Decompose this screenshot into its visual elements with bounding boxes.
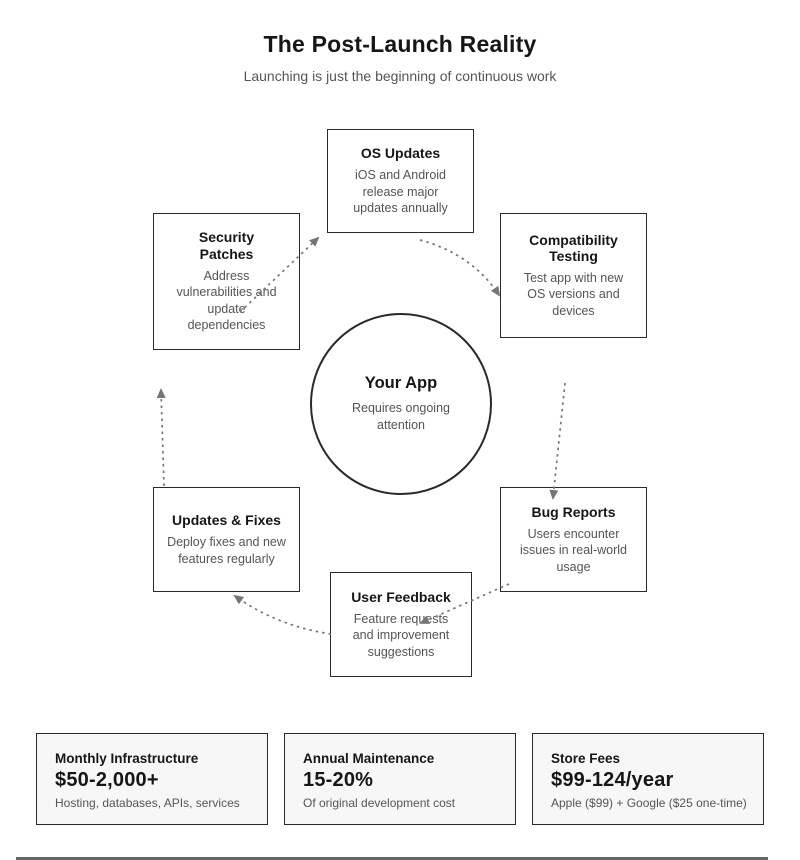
stat-value: $50-2,000+ [55,768,159,791]
stat-label: Annual Maintenance [303,750,435,766]
arrow-os-to-compatibility [419,239,501,297]
diagram-node-os-updates: OS Updates iOS and Android release major… [327,129,474,233]
stat-card-annual-maintenance: Annual Maintenance 15-20% Of original de… [284,733,516,825]
stat-caption: Hosting, databases, APIs, services [55,795,240,810]
node-description: Address vulnerabilities and update depen… [176,268,277,333]
stat-value: 15-20% [303,768,374,791]
arrow-feedback-to-updates [233,594,332,635]
node-description: Users encounter issues in real-world usa… [520,526,627,574]
node-description: iOS and Android release major updates an… [353,168,448,216]
node-title: Security Patches [198,229,255,262]
node-description: Feature requests and improvement suggest… [352,611,450,659]
center-title: Your App [364,374,438,393]
node-description: Deploy fixes and new features regularly [167,535,286,566]
node-title: User Feedback [351,588,451,605]
stat-label: Store Fees [551,750,621,766]
stat-caption: Apple ($99) + Google ($25 one-time) [551,795,747,810]
stat-value: $99-124/year [551,768,674,791]
node-title: Bug Reports [531,503,616,520]
node-title: Compatibility Testing [529,231,618,264]
node-description: Test app with new OS versions and device… [523,270,624,318]
diagram-node-updates-fixes: Updates & Fixes Deploy fixes and new fea… [153,487,300,592]
stat-label: Monthly Infrastructure [55,750,199,766]
diagram-node-user-feedback: User Feedback Feature requests and impro… [330,572,472,677]
node-title: OS Updates [360,145,441,162]
page-title: The Post-Launch Reality [263,31,537,57]
stat-card-monthly-infrastructure: Monthly Infrastructure $50-2,000+ Hostin… [36,733,268,825]
diagram-node-security-patches: Security Patches Address vulnerabilities… [153,213,300,350]
node-title: Updates & Fixes [172,511,281,528]
stat-caption: Of original development cost [303,795,456,810]
arrow-updates-to-security [156,388,166,487]
stat-card-store-fees: Store Fees $99-124/year Apple ($99) + Go… [532,733,764,825]
arrow-compatibility-to-bugs [549,382,566,500]
diagram-center-your-app: Your App Requires ongoing attention [310,313,492,495]
page-subtitle: Launching is just the beginning of conti… [243,68,557,84]
diagram-node-compatibility-testing: Compatibility Testing Test app with new … [500,213,647,338]
bottom-edge-bar [16,857,768,860]
diagram-node-bug-reports: Bug Reports Users encounter issues in re… [500,487,647,592]
center-description: Requires ongoing attention [352,401,450,432]
stats-row: Monthly Infrastructure $50-2,000+ Hostin… [36,733,764,825]
